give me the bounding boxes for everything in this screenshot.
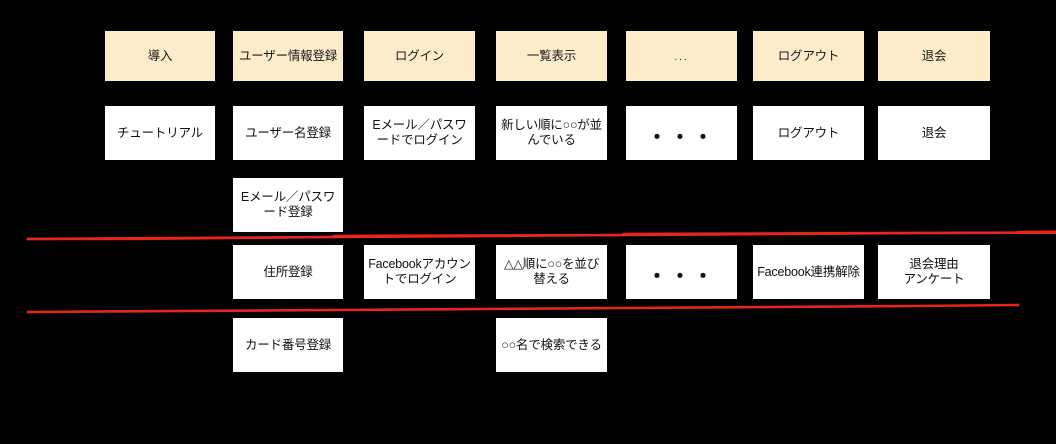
story-card-r1c5-ellipsis[interactable]: ・・・ <box>626 106 737 160</box>
activity-card-label: ユーザー情報登録 <box>238 48 338 63</box>
story-card-label: 新しい順に○○が並んでいる <box>501 118 602 147</box>
story-card-r1c7[interactable]: 退会 <box>878 106 990 160</box>
story-card-r3c6[interactable]: Facebook連携解除 <box>753 245 864 299</box>
story-card-label: Eメール／パスワードでログイン <box>372 118 467 147</box>
activity-card-5-ellipsis[interactable]: ... <box>626 31 737 81</box>
story-card-r3c4[interactable]: △△順に○○を並び替える <box>496 245 607 299</box>
story-card-r4c4[interactable]: ○○名で検索できる <box>496 318 607 372</box>
activity-card-2[interactable]: ユーザー情報登録 <box>233 31 343 81</box>
activity-card-3[interactable]: ログイン <box>364 31 475 81</box>
activity-card-label: ... <box>674 52 689 63</box>
release-line-1b <box>26 231 1056 241</box>
activity-card-label: 退会 <box>921 48 947 63</box>
story-card-label: ・・・ <box>647 127 716 149</box>
activity-card-label: ログアウト <box>777 48 840 63</box>
story-card-r4c2[interactable]: カード番号登録 <box>233 318 343 372</box>
story-card-r1c1[interactable]: チュートリアル <box>105 106 215 160</box>
story-card-r3c5-ellipsis[interactable]: ・・・ <box>626 245 737 299</box>
activity-card-label: 一覧表示 <box>526 48 577 63</box>
story-card-r2c2[interactable]: Eメール／パスワード登録 <box>233 178 343 232</box>
story-card-label: Eメール／パスワード登録 <box>240 190 336 219</box>
story-card-r3c3[interactable]: Facebookアカウントでログイン <box>364 245 475 299</box>
activity-card-label: ログイン <box>394 48 445 63</box>
story-card-label: チュートリアル <box>117 125 203 140</box>
story-card-label: ○○名で検索できる <box>501 337 602 352</box>
release-line-1 <box>26 230 1056 241</box>
activity-card-7[interactable]: 退会 <box>878 31 990 81</box>
story-card-r1c3[interactable]: Eメール／パスワードでログイン <box>364 106 475 160</box>
story-card-r1c2[interactable]: ユーザー名登録 <box>233 106 343 160</box>
story-card-label: 退会 <box>921 125 947 140</box>
story-card-label: Facebookアカウントでログイン <box>368 257 471 286</box>
story-card-label: △△順に○○を並び替える <box>503 257 600 286</box>
story-card-r1c6[interactable]: ログアウト <box>753 106 864 160</box>
story-card-r1c4[interactable]: 新しい順に○○が並んでいる <box>496 106 607 160</box>
story-card-label: ・・・ <box>647 266 716 288</box>
activity-card-1[interactable]: 導入 <box>105 31 215 81</box>
story-card-label: Facebook連携解除 <box>757 264 860 279</box>
story-card-label: ユーザー名登録 <box>245 125 331 140</box>
story-card-label: カード番号登録 <box>244 337 332 352</box>
story-card-label: 退会理由 アンケート <box>903 257 965 286</box>
release-line-2 <box>26 303 1020 314</box>
story-card-r3c2[interactable]: 住所登録 <box>233 245 343 299</box>
activity-card-6[interactable]: ログアウト <box>753 31 864 81</box>
activity-card-4[interactable]: 一覧表示 <box>496 31 607 81</box>
story-card-label: 住所登録 <box>263 264 313 279</box>
story-card-label: ログアウト <box>777 125 840 140</box>
activity-card-label: 導入 <box>147 48 173 63</box>
story-card-r3c7[interactable]: 退会理由 アンケート <box>878 245 990 299</box>
